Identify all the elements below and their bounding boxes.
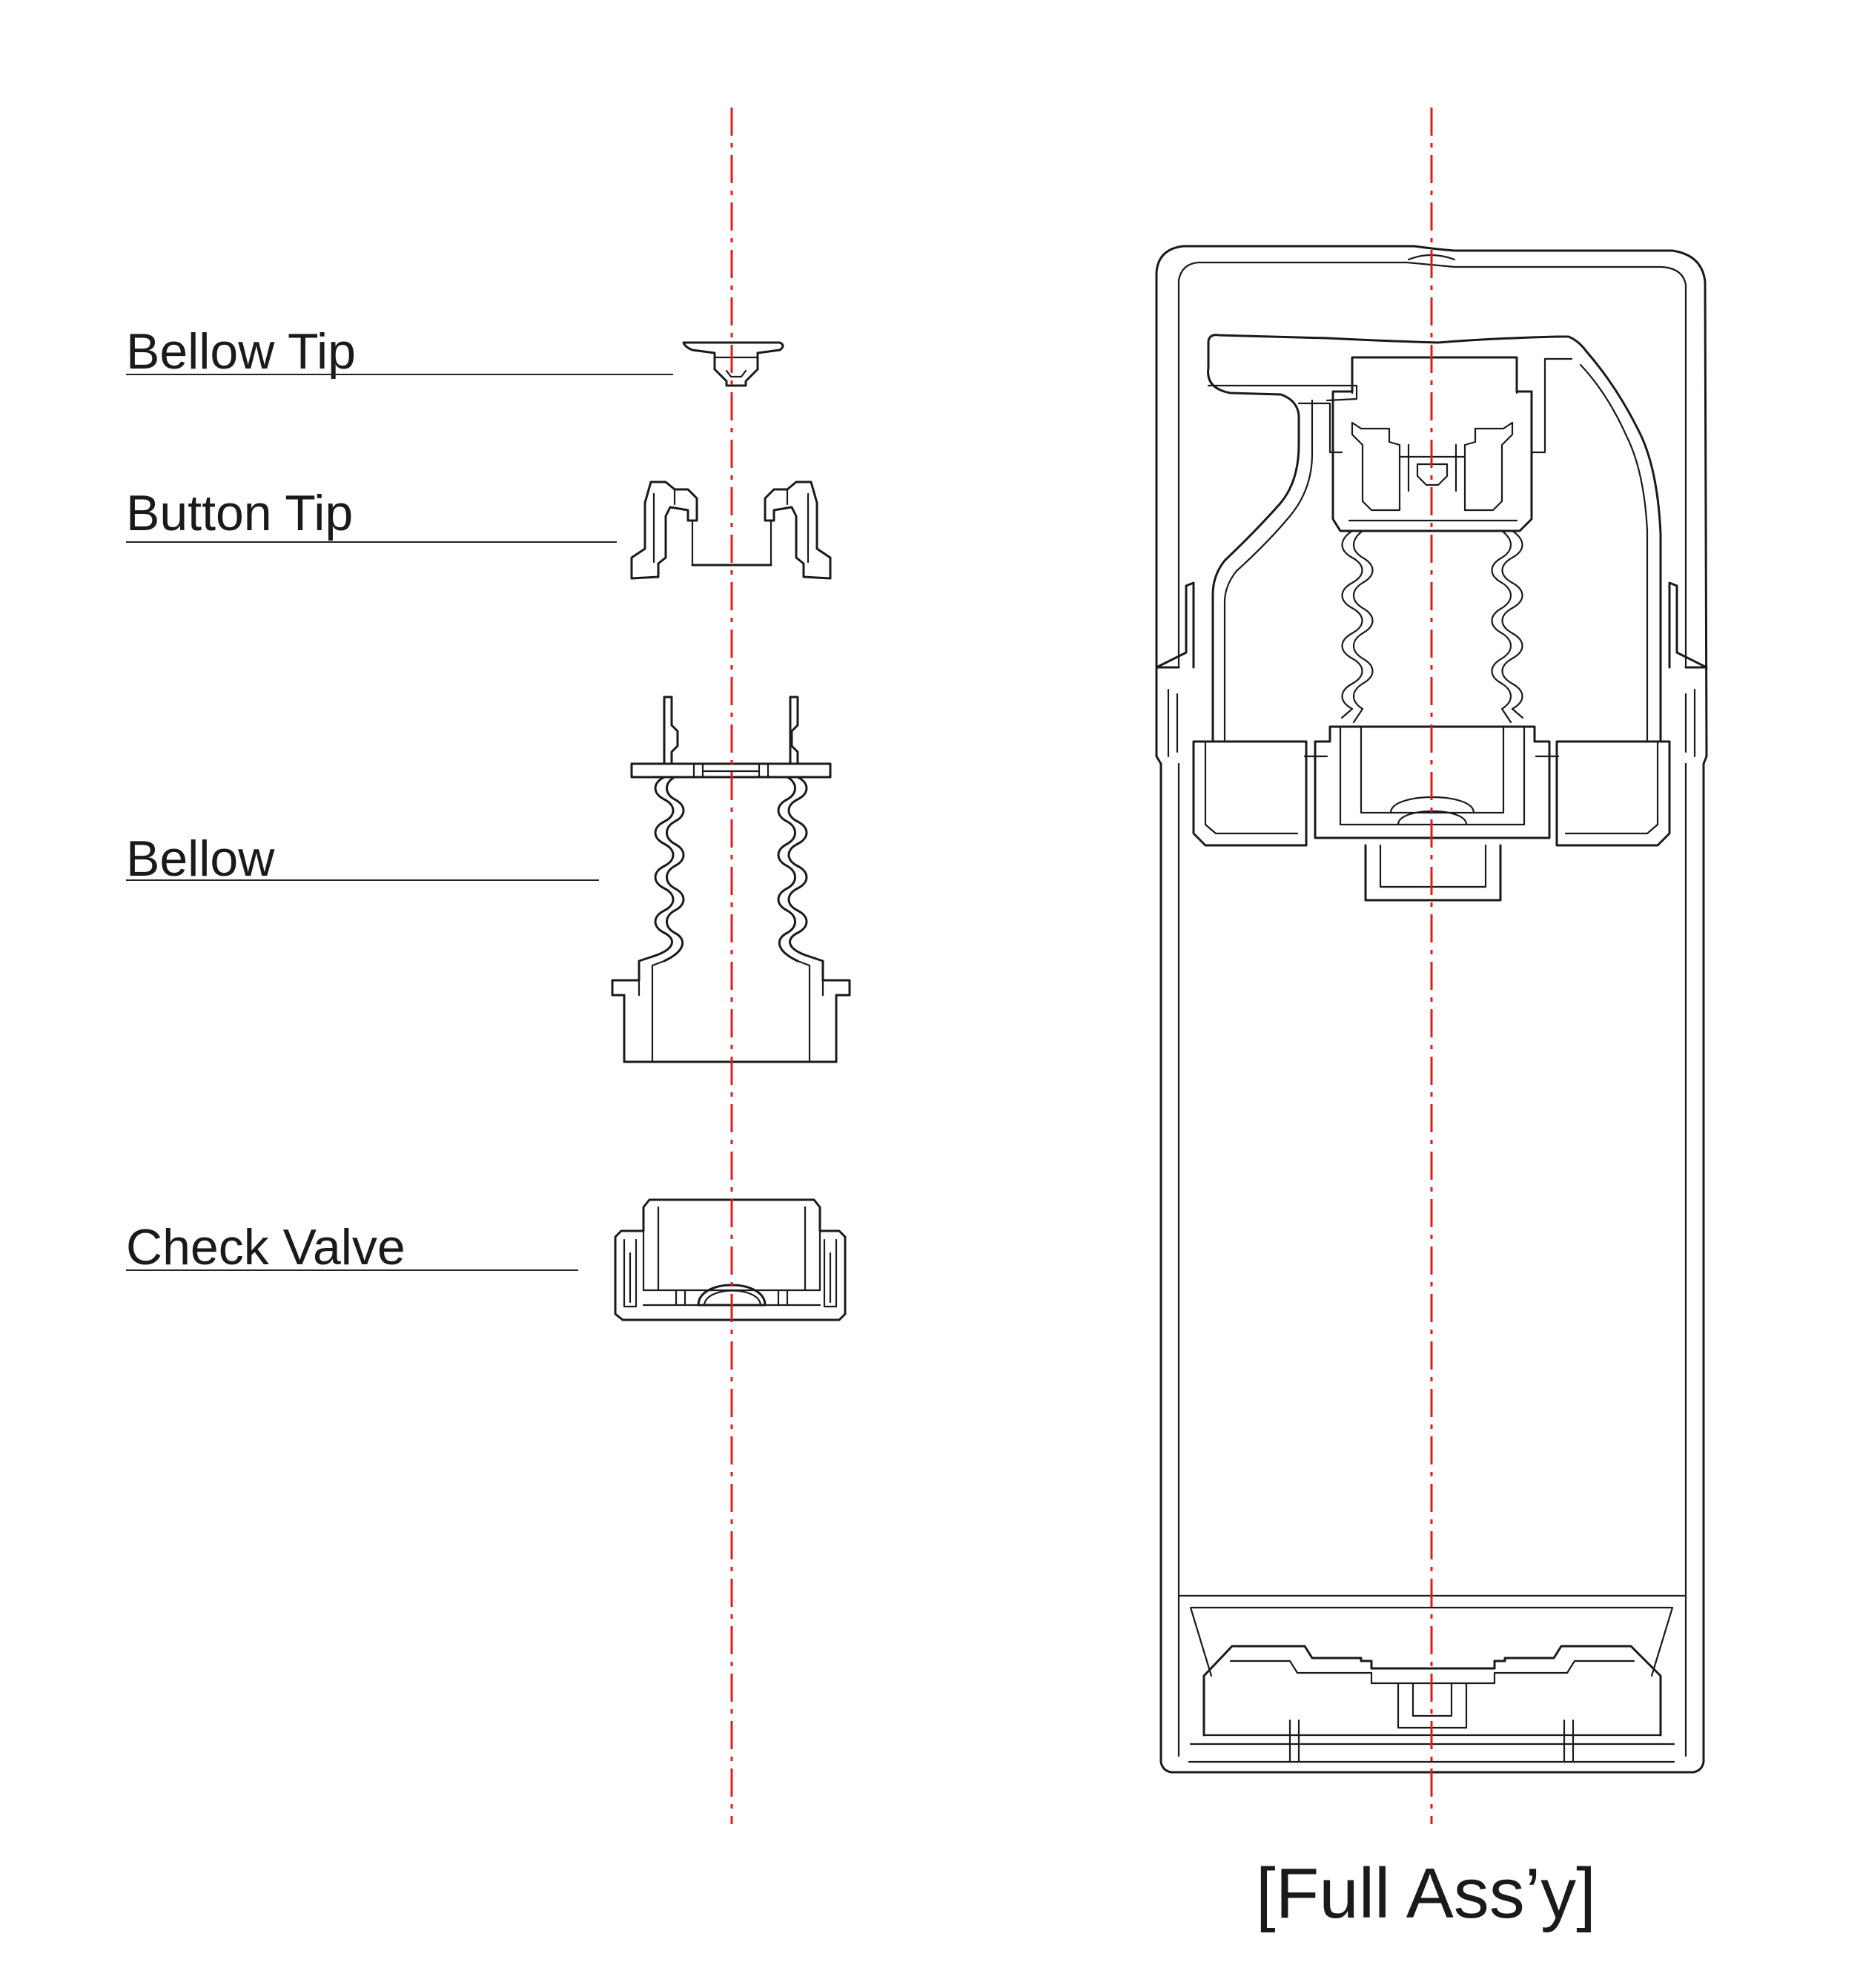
bellow-tip-label: Bellow Tip xyxy=(126,323,356,380)
bellow-tip-drawing xyxy=(682,341,784,387)
check-valve-drawing xyxy=(614,1198,847,1321)
bellow-tip-leader xyxy=(126,374,673,375)
bellow-label: Bellow xyxy=(126,830,275,887)
check-valve-label: Check Valve xyxy=(126,1219,406,1275)
button-tip-drawing xyxy=(630,481,832,580)
bellow-leader xyxy=(126,879,599,881)
full-assembly-caption: [Full Ass’y] xyxy=(1256,1854,1596,1933)
button-tip-leader xyxy=(126,541,617,543)
check-valve-leader xyxy=(126,1269,578,1271)
bellow-drawing xyxy=(611,696,851,1063)
button-tip-label: Button Tip xyxy=(126,485,354,541)
